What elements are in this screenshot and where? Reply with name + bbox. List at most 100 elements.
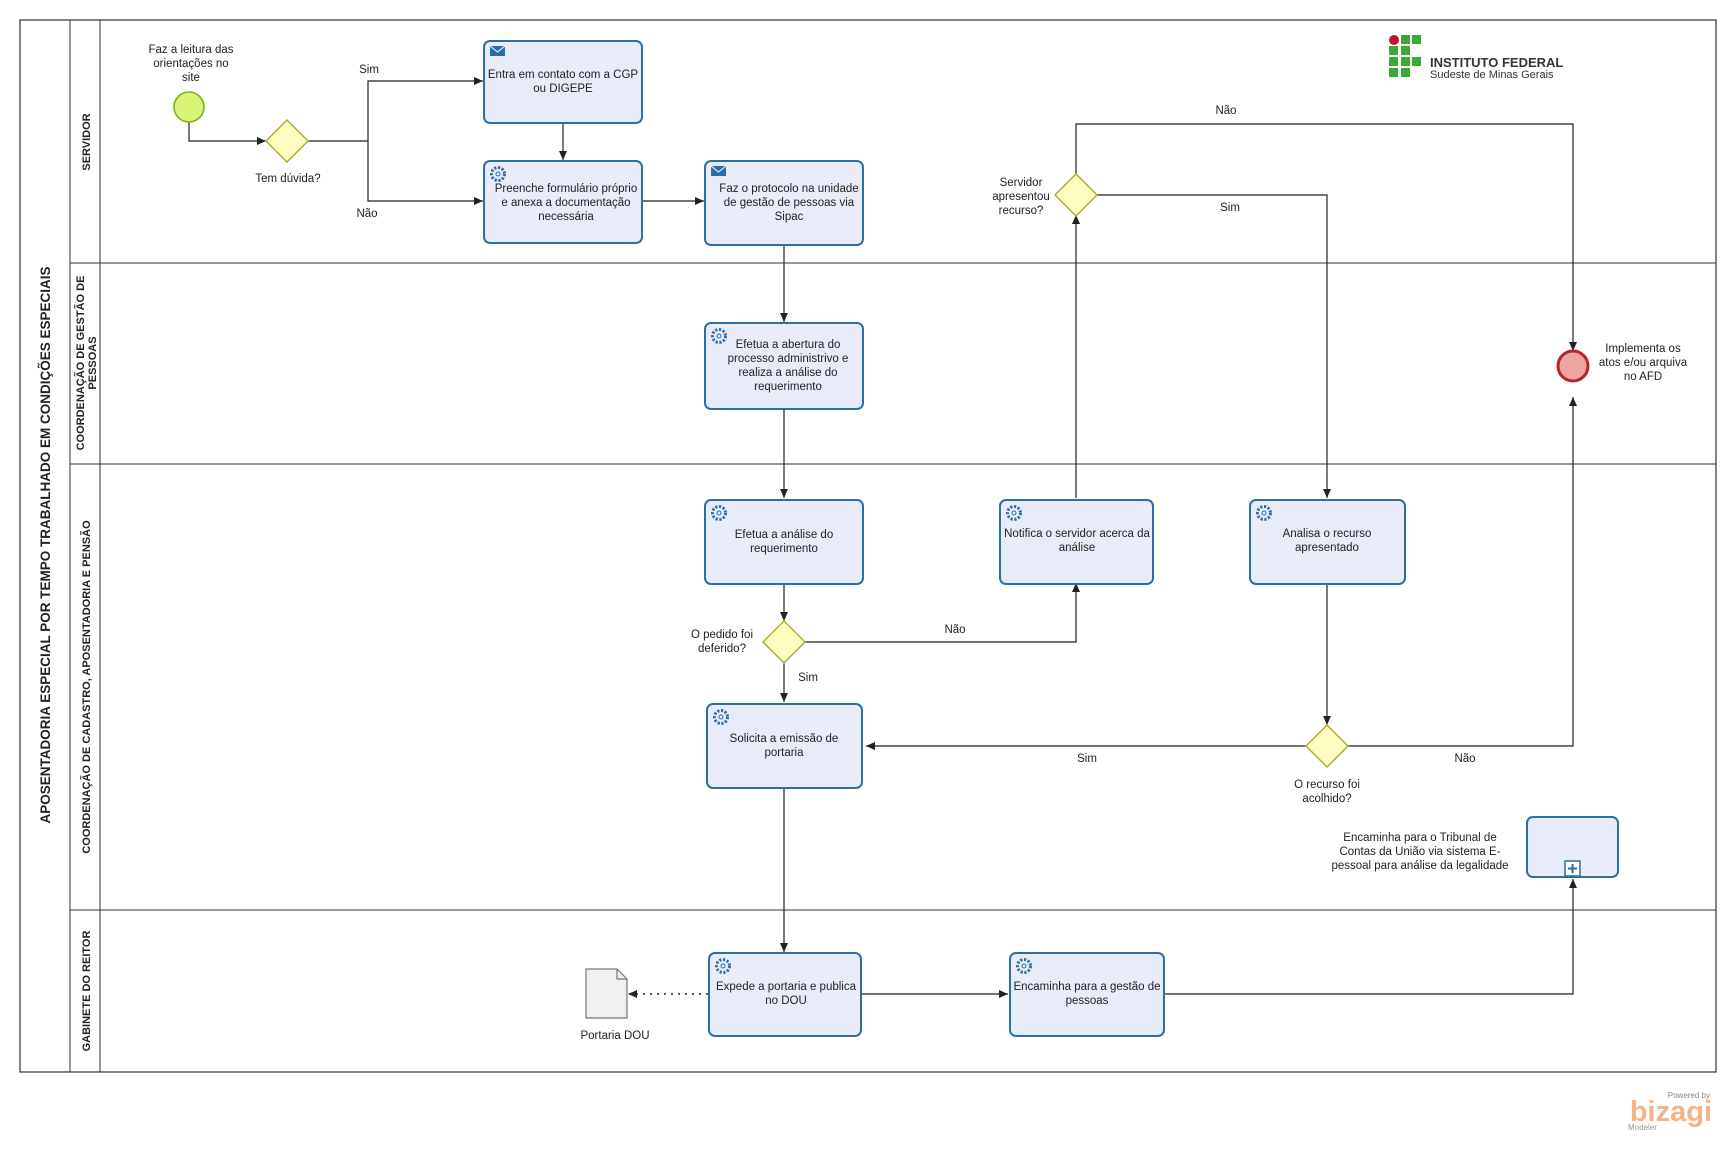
artifact-portaria-dou[interactable]: Portaria DOU [580, 968, 650, 1042]
gateway-label-line2: apresentou [992, 191, 1050, 203]
gateway-label-line1: Servidor [1000, 177, 1043, 189]
task-entra-em-contato[interactable]: Entra em contato com a CGP ou DIGEPE [483, 40, 643, 124]
flow-label-g3-nao: Não [944, 624, 965, 636]
pool: APOSENTADORIA ESPECIAL POR TEMPO TRABALH… [19, 19, 1717, 1073]
task-label-line1: Efetua a abertura do [736, 339, 841, 351]
logo-red-dot-icon [1389, 35, 1399, 45]
end-event-label-line2: atos e/ou arquiva [1599, 357, 1688, 369]
task-label-line1: Notifica o servidor acerca da [1004, 528, 1150, 540]
gateway-label-line1: O pedido foi [691, 629, 753, 641]
gateway-diamond-icon [1054, 173, 1098, 217]
bizagi-watermark: Powered by bizagi Modeler [1628, 1091, 1712, 1132]
logo-subtitle: Sudeste de Minas Gerais [1430, 69, 1554, 81]
end-event-label-line3: no AFD [1624, 371, 1662, 383]
task-label-line2: portaria [765, 747, 805, 759]
task-label-line3: realiza a análise do [738, 367, 837, 379]
logo-squares-icon [1389, 35, 1421, 77]
task-label-line2: de gestão de pessoas via [724, 197, 855, 209]
gear-icon [490, 166, 506, 182]
end-event[interactable]: Implementa os atos e/ou arquiva no AFD [1556, 343, 1688, 383]
task-label-line2: requerimento [750, 543, 818, 555]
task-label-line4: requerimento [754, 381, 822, 393]
gateway-label-line2: deferido? [698, 643, 746, 655]
watermark-product: Modeler [1628, 1123, 1657, 1132]
task-efetua-abertura[interactable]: Efetua a abertura do processo administri… [704, 322, 864, 410]
subprocess-label-line2: Contas da União via sistema E- [1339, 846, 1500, 858]
task-label-line1: Expede a portaria e publica [716, 981, 857, 993]
task-label-line2: no DOU [765, 995, 807, 1007]
gateway-diamond-icon [265, 119, 309, 163]
task-analisa-recurso[interactable]: Analisa o recurso apresentado [1249, 499, 1406, 585]
task-label-line1: Efetua a análise do [735, 529, 833, 541]
gear-icon [1016, 958, 1032, 974]
document-icon [585, 968, 628, 1019]
flow-label-g1-nao: Não [356, 208, 377, 220]
subprocess-label-line3: pessoal para análise da legalidade [1331, 860, 1508, 872]
watermark-powered: Powered by [1668, 1091, 1710, 1100]
task-label-line2: ou DIGEPE [533, 83, 593, 95]
pool-title: APOSENTADORIA ESPECIAL POR TEMPO TRABALH… [38, 266, 53, 823]
task-efetua-analise[interactable]: Efetua a análise do requerimento [704, 499, 864, 585]
gear-icon [715, 958, 731, 974]
start-event-label-line3: site [182, 72, 200, 84]
artifact-label: Portaria DOU [580, 1030, 649, 1042]
message-icon [710, 165, 727, 176]
lane-title-gabinete: GABINETE DO REITOR [81, 931, 93, 1052]
gateway-label: Tem dúvida? [255, 173, 320, 185]
start-event-label-line1: Faz a leitura das [148, 44, 233, 56]
lane-title-servidor: SERVIDOR [81, 113, 93, 170]
end-event-label-line1: Implementa os [1605, 343, 1681, 355]
task-label-line2: processo administrivo e [728, 353, 849, 365]
expand-plus-icon [1564, 860, 1581, 877]
flow-label-g4-sim: Sim [1077, 753, 1097, 765]
task-label-line2: análise [1059, 542, 1095, 554]
task-label-line3: Sipac [775, 211, 804, 223]
task-solicita-emissao[interactable]: Solicita a emissão de portaria [706, 703, 863, 789]
gateway-tem-duvida[interactable]: Tem dúvida? [255, 119, 321, 185]
task-label-line1: Faz o protocolo na unidade [719, 183, 858, 195]
subprocess-label-line1: Encaminha para o Tribunal de [1343, 832, 1496, 844]
lane-title-ccap: COORDENAÇÃO DE CADASTRO, APOSENTADORIA E… [80, 520, 93, 854]
task-label-line3: necessária [538, 211, 594, 223]
gateway-servidor-apresentou-recurso[interactable]: Servidor apresentou recurso? [992, 173, 1098, 217]
flow-labels: Sim Não Não Sim Não Sim Sim Não [356, 64, 1475, 765]
gear-icon [1006, 505, 1022, 521]
task-notifica-servidor[interactable]: Notifica o servidor acerca da análise [999, 499, 1154, 585]
subprocess-encaminha-tcu[interactable]: Encaminha para o Tribunal de Contas da U… [1331, 816, 1619, 878]
gateway-label-line3: recurso? [999, 205, 1044, 217]
task-label-line2: e anexa a documentação [501, 197, 630, 209]
gear-icon [1256, 505, 1272, 521]
task-encaminha-gestao[interactable]: Encaminha para a gestão de pessoas [1009, 952, 1165, 1037]
start-event-label-line2: orientações no [153, 58, 228, 70]
gear-icon [713, 709, 729, 725]
task-label-line1: Solicita a emissão de [730, 733, 839, 745]
institution-logo: INSTITUTO FEDERAL Sudeste de Minas Gerai… [1389, 35, 1563, 81]
task-label-line1: Analisa o recurso [1283, 528, 1372, 540]
flow-label-g3-sim: Sim [798, 672, 818, 684]
gear-icon [711, 505, 727, 521]
gear-icon [711, 328, 727, 344]
flow-label-g2-nao: Não [1215, 105, 1236, 117]
gateway-recurso-acolhido[interactable]: O recurso foi acolhido? [1294, 724, 1360, 805]
task-expede-portaria[interactable]: Expede a portaria e publica no DOU [708, 952, 862, 1037]
task-label-line2: pessoas [1066, 995, 1109, 1007]
gateway-pedido-deferido[interactable]: O pedido foi deferido? [691, 620, 806, 664]
task-label-line2: apresentado [1295, 542, 1359, 554]
flow-label-g1-sim: Sim [359, 64, 379, 76]
flow-label-g4-nao: Não [1454, 753, 1475, 765]
gateway-label-line2: acolhido? [1302, 793, 1351, 805]
task-label-line1: Encaminha para a gestão de [1013, 981, 1160, 993]
watermark-brand: bizagi [1630, 1096, 1712, 1128]
task-label-line1: Entra em contato com a CGP [488, 69, 639, 81]
flow-label-g2-sim: Sim [1220, 202, 1240, 214]
lane-title-cgp-line1: COORDENAÇÃO DE GESTÃO DE [74, 276, 87, 451]
sequence-flows [188, 77, 1577, 998]
start-event[interactable]: Faz a leitura das orientações no site [148, 44, 234, 123]
gateway-diamond-icon [762, 620, 806, 664]
gateway-label-line1: O recurso foi [1294, 779, 1360, 791]
task-label-line1: Preenche formulário próprio [495, 183, 638, 195]
task-faz-protocolo[interactable]: Faz o protocolo na unidade de gestão de … [704, 160, 864, 246]
task-preenche-formulario[interactable]: Preenche formulário próprio e anexa a do… [483, 160, 643, 244]
gateway-diamond-icon [1305, 724, 1349, 768]
